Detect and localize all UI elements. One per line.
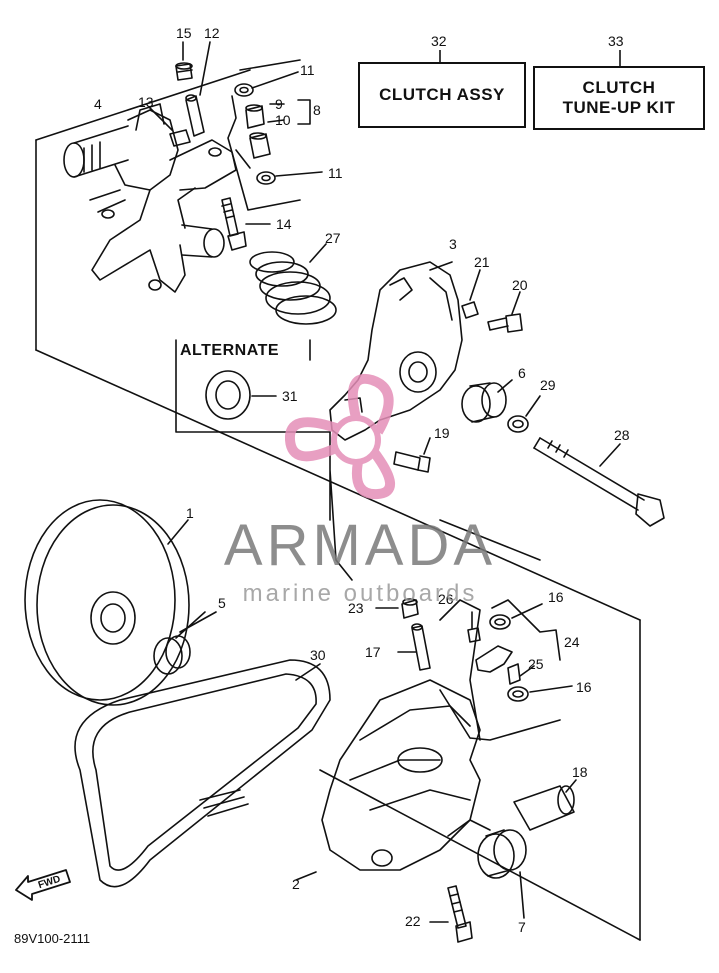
alternate-label: ALTERNATE [180,342,280,359]
callout-26: 26 [438,591,454,607]
callout-11-top: 11 [300,62,315,78]
callout-12: 12 [204,25,220,41]
fwd-arrow-icon [15,869,71,901]
callout-18: 18 [572,764,588,780]
tune-up-kit-label-line2: TUNE-UP KIT [562,98,676,117]
callout-11-bottom: 11 [328,165,343,181]
callout-5: 5 [218,595,226,611]
callout-4: 4 [94,96,102,112]
callout-16-bottom: 16 [576,679,592,695]
clutch-assy-label: CLUTCH ASSY [379,85,505,104]
callout-32: 32 [431,33,447,49]
armada-logo-icon [284,373,396,500]
callout-23: 23 [348,600,364,616]
callout-13: 13 [138,94,154,110]
callout-20: 20 [512,277,528,293]
callout-31: 31 [282,388,298,404]
frame-line-diagonal [35,349,641,621]
callout-17: 17 [365,644,381,660]
callout-2: 2 [292,876,300,892]
callout-21: 21 [474,254,490,270]
long-bolt-part [533,437,665,527]
callout-29: 29 [540,377,556,393]
callout-25: 25 [528,656,544,672]
plug-part [175,62,193,81]
bushing-part [461,385,491,423]
bolt-part-14 [221,197,247,251]
callout-6: 6 [518,365,526,381]
tune-up-kit-label-line1: CLUTCH [582,78,656,97]
callout-30: 30 [310,647,326,663]
sheave-part [24,499,190,706]
frame-line-top-left [35,69,251,141]
callout-8: 8 [313,102,321,118]
callout-28: 28 [614,427,630,443]
callout-10: 10 [275,112,291,128]
callout-15: 15 [176,25,192,41]
callout-3: 3 [449,236,457,252]
callout-9: 9 [275,96,283,112]
callout-22: 22 [405,913,421,929]
drive-belt-part [74,659,331,888]
watermark-subtitle: marine outboards [242,580,478,607]
alternate-washer [205,370,251,420]
diagram-code: 89V100-2111 [14,931,91,946]
callout-24: 24 [564,634,580,650]
callout-27: 27 [325,230,341,246]
callout-1: 1 [186,505,194,521]
pin-part [185,94,205,137]
callout-14: 14 [276,216,292,232]
secondary-sheave-part [321,679,491,871]
callout-33: 33 [608,33,624,49]
spring-part [249,251,337,325]
clutch-tune-up-kit-box: CLUTCH TUNE-UP KIT [533,66,705,130]
watermark-title: ARMADA [223,513,497,578]
callout-7: 7 [518,919,526,935]
callout-19: 19 [434,425,450,441]
clutch-assy-box: CLUTCH ASSY [358,62,526,128]
callout-16-top: 16 [548,589,564,605]
